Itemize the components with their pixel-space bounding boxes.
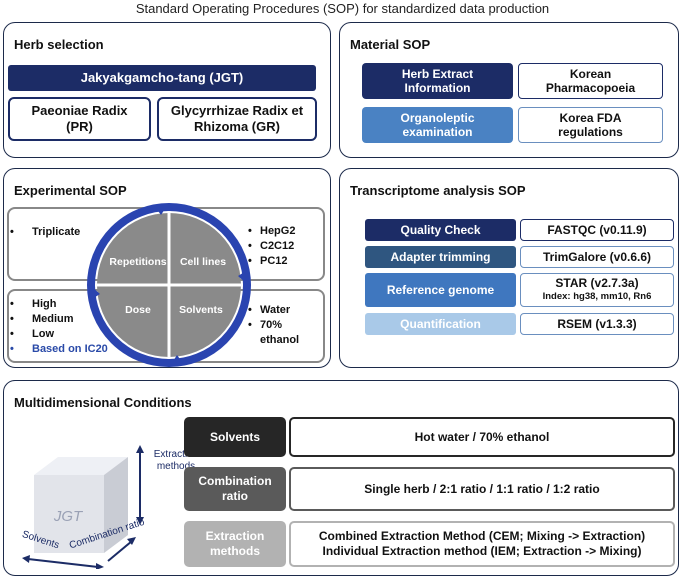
experimental-sop-heading: Experimental SOP xyxy=(14,183,127,198)
material-sop-heading: Material SOP xyxy=(350,37,431,52)
organoleptic-box: Organoleptic examination xyxy=(362,107,513,143)
star-version: STAR (v2.7.3a) xyxy=(555,276,639,290)
herb-selection-panel: Herb selection Jakyakgamcho-tang (JGT) P… xyxy=(3,22,331,158)
cube-diagram: JGT xyxy=(22,445,144,569)
quadrant-dose: Dose xyxy=(125,304,151,316)
repetitions-list: Triplicate xyxy=(10,225,80,240)
material-sop-panel: Material SOP Herb Extract Information Ko… xyxy=(339,22,679,158)
herb-selection-heading: Herb selection xyxy=(14,37,104,52)
list-item: Triplicate xyxy=(10,225,80,240)
transcriptome-sop-panel: Transcriptome analysis SOP Quality Check… xyxy=(339,168,679,368)
list-item: PC12 xyxy=(248,254,295,269)
dose-note: Based on IC20 xyxy=(10,342,108,357)
cell-lines-list: HepG2 C2C12 PC12 xyxy=(248,224,295,269)
solvents-list: Water 70% ethanol xyxy=(248,303,324,348)
cube-label: JGT xyxy=(53,508,84,525)
trimgalore-box: TrimGalore (v0.6.6) xyxy=(520,246,674,268)
list-item: Low xyxy=(10,327,108,342)
quadrant-solvents: Solvents xyxy=(179,304,223,316)
axis-extraction-label: Extraction methods xyxy=(153,449,199,472)
solvents-label-box: Solvents xyxy=(184,417,286,457)
list-item: High xyxy=(10,297,108,312)
fastqc-box: FASTQC (v0.11.9) xyxy=(520,219,674,241)
korean-pharmacopoeia-box: Korean Pharmacopoeia xyxy=(518,63,663,99)
quadrant-cell-lines: Cell lines xyxy=(180,256,226,268)
list-item: Medium xyxy=(10,312,108,327)
korea-fda-box: Korea FDA regulations xyxy=(518,107,663,143)
transcriptome-sop-heading: Transcriptome analysis SOP xyxy=(350,183,526,198)
page-title: Standard Operating Procedures (SOP) for … xyxy=(135,1,550,16)
reference-genome-box: Reference genome xyxy=(365,273,516,307)
multidimensional-heading: Multidimensional Conditions xyxy=(14,395,192,410)
herb-gr-box: Glycyrrhizae Radix et Rhizoma (GR) xyxy=(157,97,317,141)
list-item: C2C12 xyxy=(248,239,295,254)
herb-pr-box: Paeoniae Radix (PR) xyxy=(8,97,151,141)
list-item: HepG2 xyxy=(248,224,295,239)
star-index: Index: hg38, mm10, Rn6 xyxy=(542,291,652,302)
quadrant-repetitions: Repetitions xyxy=(109,256,166,268)
extraction-value-iem: Individual Extraction method (IEM; Extra… xyxy=(322,544,642,558)
quantification-box: Quantification xyxy=(365,313,516,335)
experimental-sop-panel: Experimental SOP Triplicate HepG2 C2C12 … xyxy=(3,168,331,368)
solvents-value-box: Hot water / 70% ethanol xyxy=(289,417,675,457)
rsem-box: RSEM (v1.3.3) xyxy=(520,313,674,335)
adapter-trimming-box: Adapter trimming xyxy=(365,246,516,268)
formula-box: Jakyakgamcho-tang (JGT) xyxy=(8,65,316,91)
multidimensional-panel: Multidimensional Conditions JGT Extracti… xyxy=(3,380,679,576)
extraction-label-box: Extraction methods xyxy=(184,521,286,567)
combination-value-box: Single herb / 2:1 ratio / 1:1 ratio / 1:… xyxy=(289,467,675,511)
quality-check-box: Quality Check xyxy=(365,219,516,241)
list-item: Water xyxy=(248,303,324,318)
dose-list: High Medium Low Based on IC20 xyxy=(10,297,108,357)
star-box: STAR (v2.7.3a) Index: hg38, mm10, Rn6 xyxy=(520,273,674,307)
extraction-value-cem: Combined Extraction Method (CEM; Mixing … xyxy=(318,529,646,543)
extraction-value-box: Combined Extraction Method (CEM; Mixing … xyxy=(289,521,675,567)
combination-label-box: Combination ratio xyxy=(184,467,286,511)
herb-extract-info-box: Herb Extract Information xyxy=(362,63,513,99)
list-item: 70% ethanol xyxy=(248,318,324,348)
conditions-cycle-diagram: Repetitions Cell lines Dose Solvents xyxy=(87,203,251,367)
